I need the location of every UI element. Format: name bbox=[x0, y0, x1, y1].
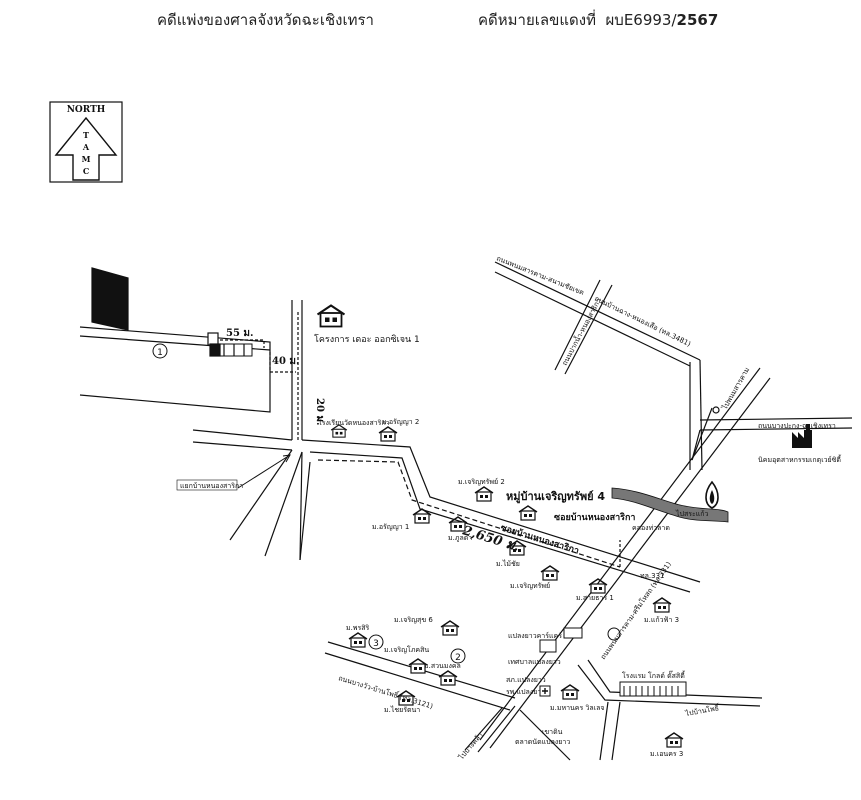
label-sawanmongkol: ม.สวนมงคล bbox=[424, 662, 461, 670]
project-house-icon bbox=[316, 304, 346, 328]
label-village4: หมู่บ้านเจริญทรัพย์ 4 bbox=[506, 490, 605, 504]
label-charoensuk6: ม.เจริญสุข 6 bbox=[394, 616, 433, 624]
label-bangtoei: ไปบ้านโพธิ์ bbox=[684, 702, 721, 718]
label-school: โรงเรียนวัดหนองสาริกา bbox=[318, 418, 390, 427]
north-letter-c: C bbox=[83, 166, 89, 176]
tesaban-building-icon bbox=[539, 639, 557, 653]
case-number-code: ผบE6993/ bbox=[605, 11, 677, 29]
case-number-prefix: คดีหมายเลขแดงที่ bbox=[478, 11, 596, 29]
marker-3-label: 3 bbox=[373, 639, 379, 649]
label-khlong: คลองท่าลาด bbox=[632, 524, 670, 532]
label-road-bottom: ถนนบางวัว-บ้านโพธิ์ (ทล.3121) bbox=[337, 672, 434, 710]
shell-logo-icon bbox=[607, 627, 621, 641]
case-court-title: คดีแพ่งของศาลจังหวัดฉะเชิงเทรา bbox=[157, 11, 374, 29]
charoensap-house-icon bbox=[540, 565, 560, 581]
label-bangpakong-road: ถนนบางปะกง-ฉะเชิงเทรา bbox=[758, 422, 836, 430]
label-market: ตลาดนัดแปลงยาว bbox=[515, 738, 570, 746]
label-project: โครงการ เดอะ ออกซิเจน 1 bbox=[314, 334, 420, 345]
mahanakhon-house-icon bbox=[560, 684, 580, 700]
label-depot: แปลงยาวคาร์แคร์ bbox=[508, 632, 562, 640]
label-sakaew: ไปสระแก้ว bbox=[675, 509, 709, 518]
case-number-year: 2567 bbox=[676, 11, 719, 29]
label-nongsarika-junction: แยกบ้านหนองสาริกา bbox=[180, 482, 243, 490]
label-sayathan1: ม.สายธาร 1 bbox=[576, 594, 614, 602]
label-estate: นิคมอุตสาหกรรมเกตุเวย์ซิตี้ bbox=[758, 453, 842, 464]
black-plot bbox=[91, 267, 129, 331]
label-charoenphonsin: ม.เจริญโภคสิน bbox=[384, 645, 429, 654]
label-road-top2: ถนนบ้านฉาง-หนองเสือ (ทล.3481) bbox=[593, 295, 692, 349]
depot-building-icon bbox=[563, 627, 583, 639]
label-mahanakhon: ม.มหานคร วิลเลจ bbox=[550, 704, 604, 712]
road-network bbox=[192, 261, 853, 761]
north-letter-m: M bbox=[82, 154, 91, 164]
marker-1 bbox=[152, 343, 168, 359]
marker-2-label: 2 bbox=[455, 653, 461, 663]
pornsiri-house-icon bbox=[348, 632, 368, 648]
label-khao-din: เขาดิน bbox=[542, 728, 563, 736]
label-mai-chai: ม.ไม้ชัย bbox=[496, 559, 520, 568]
measure-55m: 55 ม. bbox=[226, 328, 253, 339]
arunya2-house-icon bbox=[378, 426, 398, 442]
kaewfa3-house-icon bbox=[652, 597, 672, 613]
north-arrow: NORTH T A M C bbox=[49, 101, 123, 183]
measure-20m: 20 ม. bbox=[314, 398, 325, 425]
hospital-cross bbox=[542, 688, 548, 694]
label-kaewfa3: ม.แก้วฟ้า 3 bbox=[644, 616, 679, 624]
charoensuk6-house-icon bbox=[440, 620, 460, 636]
label-police: สภ.แปลงยาว bbox=[506, 676, 546, 684]
charoensap2-house-icon bbox=[474, 486, 494, 502]
label-phulada: ม.ภูลดา bbox=[448, 534, 472, 542]
marker-1-label: 1 bbox=[157, 348, 163, 358]
north-letter-t: T bbox=[83, 130, 89, 140]
label-to-bangkla: ไปบางคล้า bbox=[456, 730, 485, 762]
subject-plot bbox=[79, 267, 299, 440]
label-hotel: โรงแรม โกลด์ ดั๊สสิตี้ bbox=[622, 669, 686, 680]
sayathan1-house-icon bbox=[588, 578, 608, 594]
label-pornsiri: ม.พรสิริ bbox=[346, 624, 369, 632]
river bbox=[611, 487, 729, 523]
north-letter-a: A bbox=[82, 142, 90, 152]
marker-2 bbox=[450, 648, 466, 664]
label-rattanakosin: ม.ไชยรัตนา bbox=[384, 705, 420, 714]
north-label: NORTH bbox=[67, 105, 106, 115]
village4-house-icon bbox=[518, 505, 538, 521]
junction-pointer bbox=[176, 454, 291, 491]
label-soi-right: ซอยบ้านหนองสาริกา bbox=[554, 512, 635, 523]
label-hospital: รพ.แปลงยาว bbox=[506, 688, 545, 696]
anakorn3-house-icon bbox=[664, 732, 684, 748]
factory-icon bbox=[792, 424, 812, 448]
marker-3 bbox=[368, 634, 384, 650]
label-road-top3: ถนนปากน้ำ-หนองสาริกา bbox=[558, 296, 603, 367]
label-to-pt: ทล.331 bbox=[640, 572, 665, 580]
label-charoensap: ม.เจริญทรัพย์ bbox=[510, 582, 550, 590]
label-arunya1: ม.อรัญญา 1 bbox=[372, 523, 409, 531]
sawanmongkol-house-icon bbox=[438, 670, 458, 686]
label-tesaban: เทศบาลแปลงยาว bbox=[508, 658, 561, 666]
label-charoensap2: ม.เจริญทรัพย์ 2 bbox=[458, 478, 505, 486]
case-number: คดีหมายเลขแดงที่ ผบE6993/2567 bbox=[478, 8, 718, 32]
label-arunya2: ม.อรัญญา 2 bbox=[382, 418, 419, 426]
measure-40m: 40 ม. bbox=[272, 356, 299, 367]
label-road-top: ถนนพนมสารคาม-สนามชัยเขต bbox=[495, 254, 585, 297]
label-anakorn3: ม.เอนคร 3 bbox=[650, 750, 683, 758]
label-right-edge: ไปพนมสารคาม bbox=[719, 366, 751, 412]
